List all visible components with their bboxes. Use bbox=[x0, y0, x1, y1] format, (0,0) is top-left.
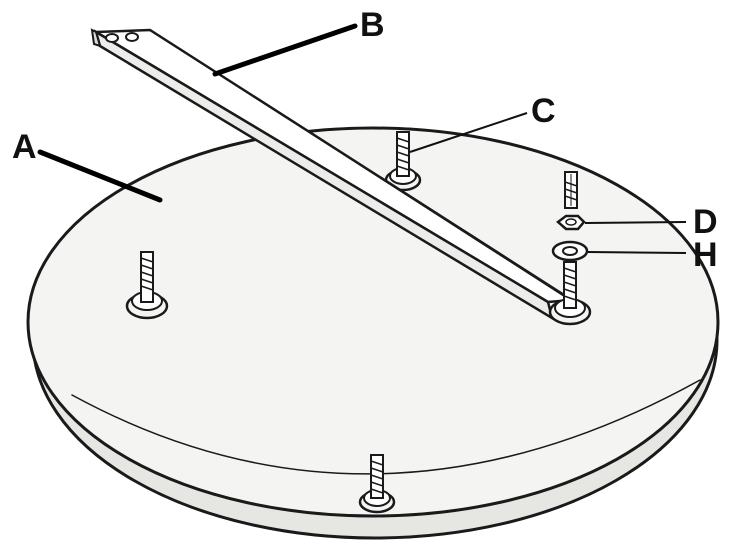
bolt-right-assembly bbox=[548, 261, 592, 326]
label-d: D bbox=[693, 203, 718, 241]
leader-b bbox=[212, 23, 358, 77]
leg-bar-b bbox=[90, 28, 577, 321]
bolt-bottom bbox=[358, 454, 396, 514]
label-h: H bbox=[693, 236, 718, 274]
disc-top-a bbox=[26, 126, 720, 540]
washer-h bbox=[551, 240, 589, 262]
label-a: A bbox=[12, 128, 37, 166]
nut-d bbox=[556, 214, 586, 231]
bolt-c bbox=[384, 131, 422, 192]
bolt-left bbox=[125, 251, 169, 320]
leader-c bbox=[409, 112, 528, 153]
label-c: C bbox=[531, 92, 556, 130]
label-b: B bbox=[360, 6, 385, 44]
leader-a bbox=[37, 149, 163, 203]
leader-h bbox=[587, 251, 687, 254]
leader-d bbox=[584, 221, 687, 224]
screw-top bbox=[564, 171, 578, 209]
